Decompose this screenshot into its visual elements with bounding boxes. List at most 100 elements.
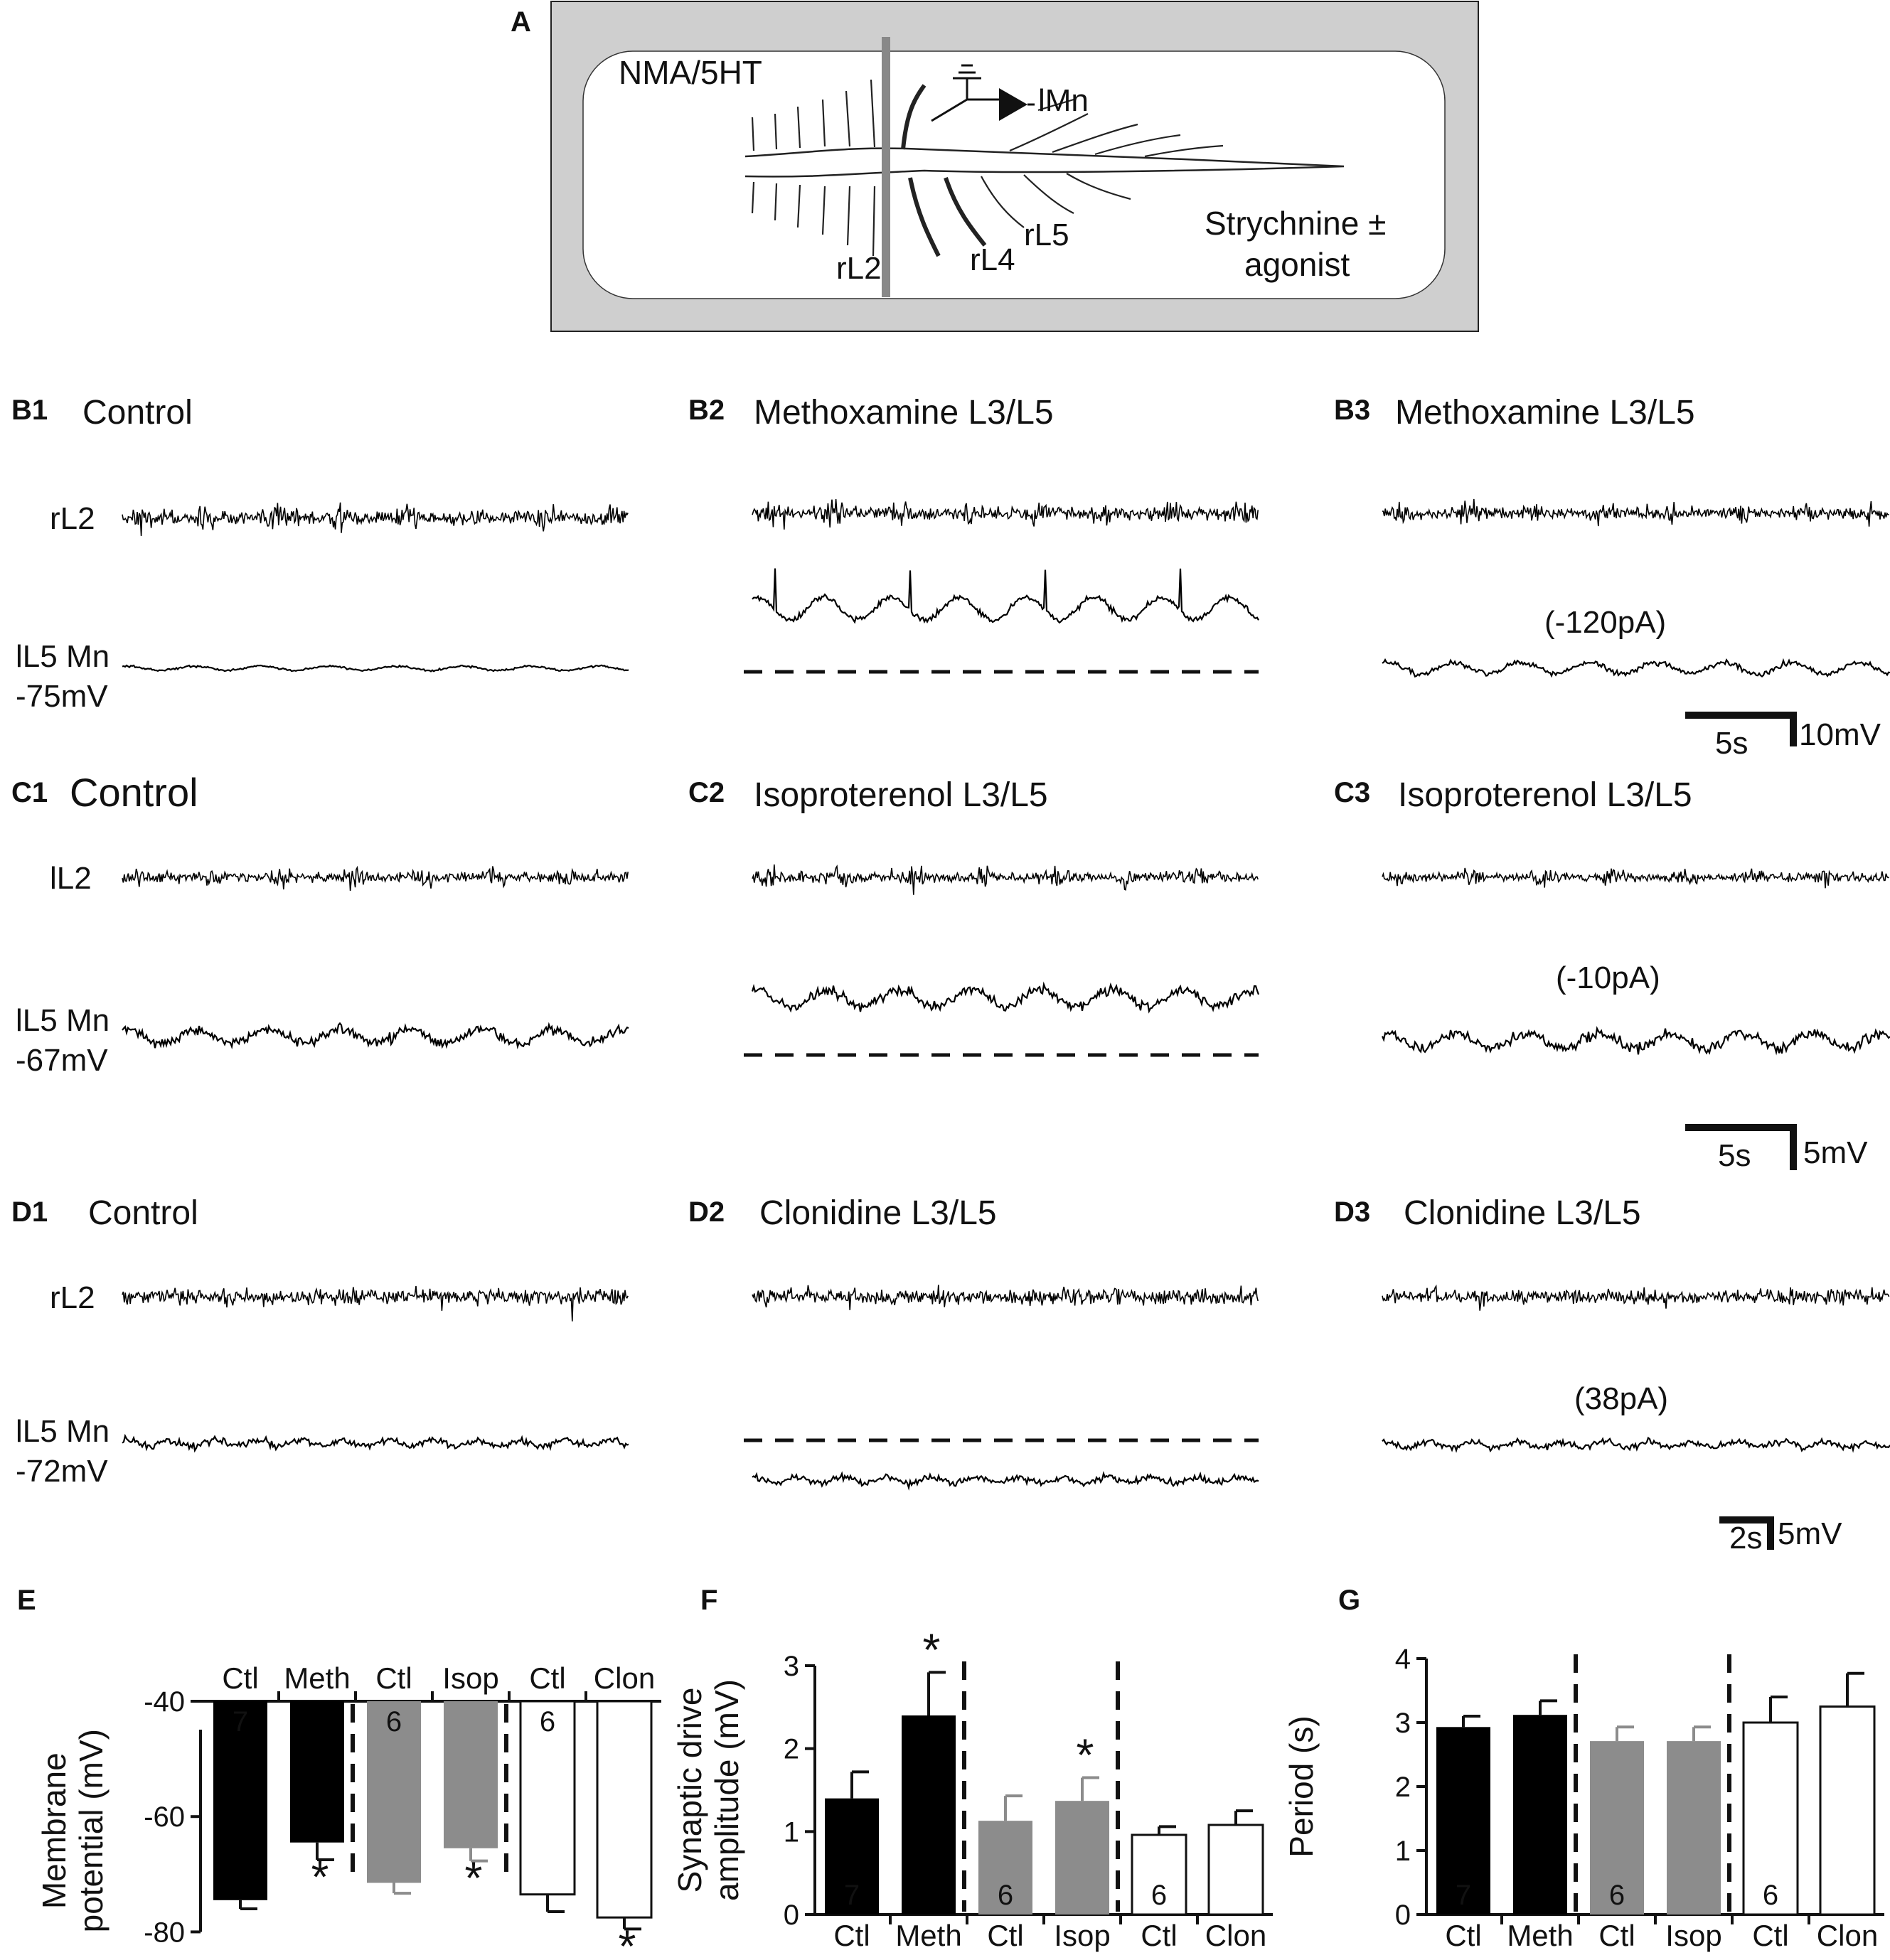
category-label: Ctl [375, 1661, 412, 1695]
category-label: Isop [1665, 1919, 1721, 1952]
category-label: Ctl [222, 1661, 258, 1695]
cell-trace-b3 [1382, 658, 1890, 678]
bath-right-label-1: Strychnine ± [1205, 205, 1386, 242]
electrode-icon [931, 64, 1035, 122]
panel-title-c3: Isoproterenol L3/L5 [1398, 776, 1692, 814]
panel-letter-e: E [17, 1585, 36, 1616]
category-label: Meth [895, 1919, 961, 1952]
root-label-rl5: rL5 [1024, 218, 1069, 252]
y-tick-label: 3 [1395, 1708, 1411, 1739]
scale-bar-d [1719, 1516, 1774, 1550]
panel-title-d2: Clonidine L3/L5 [759, 1194, 997, 1232]
bar [367, 1701, 421, 1883]
category-label: Ctl [1598, 1919, 1635, 1952]
cell-trace-c2 [751, 981, 1260, 1014]
y-tick-label: 0 [784, 1900, 799, 1931]
nerve-trace-b3 [1382, 498, 1889, 527]
cell-trace-c3 [1381, 1026, 1890, 1056]
current-label-d3: (38pA) [1574, 1381, 1668, 1416]
y-tick-label: -80 [144, 1917, 185, 1948]
bar [519, 1700, 576, 1896]
root-trace-label-d: rL2 [50, 1280, 95, 1315]
nerve-trace-b1 [122, 502, 629, 536]
cell-trace-b2 [752, 568, 1259, 624]
n-label: 7 [1456, 1880, 1471, 1911]
panel-letter-b1: B1 [11, 395, 48, 426]
bar [444, 1701, 498, 1848]
cell-trace-label-c: lL5 Mn [16, 1003, 110, 1038]
bar [1667, 1741, 1721, 1915]
category-label: Ctl [1445, 1919, 1481, 1952]
significance-star: * [465, 1853, 483, 1904]
y-tick-label: -40 [144, 1686, 185, 1718]
y-tick-label: 3 [784, 1651, 799, 1682]
bar [596, 1700, 653, 1919]
trace-row-d: D1 Control D2 Clonidine L3/L5 D3 Clonidi… [11, 1194, 1890, 1555]
category-label: Isop [442, 1661, 498, 1695]
scale-voltage-c: 5mV [1803, 1135, 1868, 1170]
panel-letter-c1: C1 [11, 777, 48, 808]
bar [1207, 1824, 1264, 1916]
y-tick-label: 2 [1395, 1772, 1411, 1803]
category-label: Ctl [833, 1919, 870, 1952]
panel-letter-g: G [1338, 1585, 1360, 1616]
lower-roots [751, 173, 1131, 257]
category-label: Meth [1507, 1919, 1573, 1952]
panel-letter-b3: B3 [1334, 395, 1370, 426]
root-trace-label-c: lL2 [50, 861, 92, 896]
panel-letter-f: F [700, 1585, 717, 1616]
category-label: Isop [1054, 1919, 1110, 1952]
panel-title-b3: Methoxamine L3/L5 [1395, 394, 1695, 432]
panel-title-c2: Isoproterenol L3/L5 [754, 776, 1048, 814]
y-tick-label: 1 [784, 1816, 799, 1848]
panel-title-d1: Control [88, 1194, 198, 1232]
panel-letter-c2: C2 [688, 777, 725, 808]
scale-time-d: 2s [1729, 1521, 1762, 1555]
panel-letter-b2: B2 [688, 395, 725, 426]
root-label-rl2: rL2 [836, 251, 882, 286]
panel-title-d3: Clonidine L3/L5 [1404, 1194, 1641, 1232]
cell-trace-b1 [122, 664, 629, 673]
upper-roots [751, 79, 1224, 158]
nerve-trace-c1 [122, 865, 629, 891]
bar [1513, 1715, 1567, 1915]
y-axis-label-line1: Period (s) [1283, 1715, 1320, 1857]
bar [978, 1821, 1032, 1915]
trace-row-b: B1 Control B2 Methoxamine L3/L5 B3 Metho… [11, 394, 1890, 761]
y-tick-label: 1 [1395, 1836, 1411, 1867]
bar [1055, 1801, 1109, 1915]
traces-section: B1 Control B2 Methoxamine L3/L5 B3 Metho… [11, 394, 1890, 1555]
n-label: 6 [1609, 1880, 1625, 1911]
bar [1819, 1705, 1876, 1916]
significance-star: * [311, 1851, 329, 1902]
panel-letter-a: A [511, 6, 531, 38]
bar [825, 1798, 879, 1915]
category-label: Meth [284, 1661, 350, 1695]
bar [1436, 1727, 1490, 1915]
significance-star: * [1077, 1730, 1094, 1781]
n-label: 7 [844, 1880, 860, 1911]
current-label-b3: (-120pA) [1544, 605, 1666, 640]
category-label: Ctl [529, 1661, 565, 1695]
bar [1131, 1833, 1187, 1916]
bar [290, 1701, 344, 1843]
nerve-trace-d3 [1382, 1284, 1890, 1311]
root-label-rl4: rL4 [970, 242, 1015, 277]
cell-trace-d3 [1382, 1436, 1890, 1453]
schematic-panel: A NMA [511, 1, 1479, 332]
nerve-trace-c3 [1382, 867, 1889, 889]
scale-time-b: 5s [1715, 726, 1748, 761]
category-label: Ctl [987, 1919, 1023, 1952]
vm-label-b: -75mV [16, 679, 108, 714]
root-trace-label-b: rL2 [50, 501, 95, 536]
n-label: 6 [1151, 1880, 1167, 1911]
y-axis-label-line2: amplitude (mV) [708, 1679, 745, 1901]
bath-left-label: NMA/5HT [619, 54, 762, 91]
panel-letter-d2: D2 [688, 1196, 725, 1228]
panel-letter-d1: D1 [11, 1196, 48, 1228]
